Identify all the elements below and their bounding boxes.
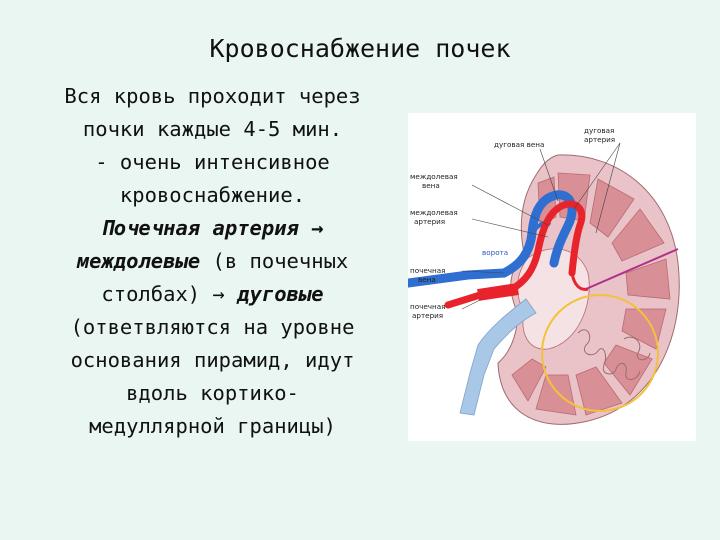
label-renal-artery: почечная — [410, 302, 445, 311]
renal-pyramids — [511, 172, 671, 416]
emphasis-arcuate: дуговые — [237, 282, 324, 306]
renal-artery-trunk — [477, 283, 519, 301]
pyramid — [621, 308, 667, 350]
slide-body: Вся кровь проходит через почки каждые 4-… — [30, 80, 395, 443]
pointer-lines — [461, 142, 621, 310]
pyramid — [603, 344, 653, 396]
label-renal-artery: артерия — [412, 311, 443, 320]
pyramid — [589, 178, 635, 238]
text-line: почки каждые 4-5 мин. — [82, 117, 343, 141]
text-line-emphasis: Почечная артерия → — [101, 216, 324, 240]
nephron-tubule — [623, 336, 651, 361]
pyramid — [511, 358, 547, 402]
text-fragment: (в почечных — [200, 249, 349, 273]
arcuate-artery — [570, 272, 589, 291]
text-line: медуллярной границы) — [89, 414, 336, 438]
renal-artery — [444, 200, 586, 309]
label-arc-artery: артерия — [584, 135, 615, 144]
label-renal-vein: вена — [418, 275, 436, 284]
text-line: - очень интенсивное — [95, 150, 330, 174]
label-gate: ворота — [482, 248, 508, 257]
text-fragment: столбах) → — [101, 282, 238, 306]
slide-title: Кровоснабжение почек — [209, 34, 511, 63]
text-line: Вся кровь проходит через — [64, 84, 361, 108]
text-line: основания пирамид, идут — [70, 348, 355, 372]
text-line: столбах) → дуговые — [30, 278, 395, 311]
label-arc-vein: дуговая вена — [494, 140, 544, 149]
label-arc-artery: дуговая — [584, 126, 614, 135]
ureter — [459, 298, 537, 416]
label-interlobar-vein: междолевая — [410, 172, 458, 181]
highlight-circle — [541, 294, 659, 412]
label-interlobar-artery: междолевая — [410, 208, 458, 217]
emphasis-interlobar: междолевые — [76, 249, 201, 273]
text-line: кровоснабжение. — [119, 183, 306, 207]
highlight-line — [585, 248, 679, 290]
label-interlobar-vein: вена — [422, 181, 440, 190]
label-interlobar-artery: артерия — [414, 217, 445, 226]
nephron-tubule — [577, 329, 641, 380]
text-line: междолевые (в почечных — [30, 245, 395, 278]
label-renal-vein: почечная — [410, 266, 445, 275]
text-line: (ответвляются на уровне — [70, 315, 355, 339]
pyramid — [625, 258, 671, 300]
kidney-illustration: дуговая вена дуговая артерия междолевая … — [408, 126, 680, 425]
pyramid — [611, 208, 665, 262]
text-line: вдоль кортико- — [126, 381, 299, 405]
kidney-diagram: дуговая вена дуговая артерия междолевая … — [408, 113, 696, 441]
